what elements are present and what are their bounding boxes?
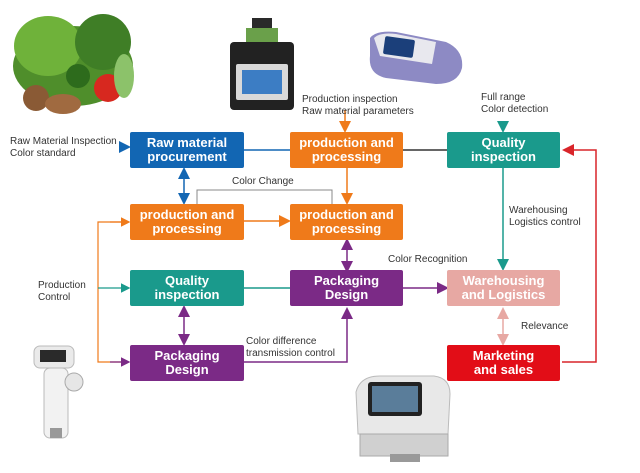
connector-color-change (196, 189, 333, 205)
box-marketing-sales: Marketing and sales (447, 345, 560, 381)
box-packaging-design-left: Packaging Design (130, 345, 244, 381)
label-relevance: Relevance (521, 321, 569, 332)
box-production-processing-top: production and processing (290, 132, 403, 168)
label-warehousing-control: Warehousing Logistics control (509, 205, 581, 228)
handheld-colorimeter-image (33, 345, 84, 439)
box-raw-material-procurement: Raw material procurement (130, 132, 244, 168)
box-production-processing-mid: production and processing (290, 204, 403, 240)
box-production-processing-left: production and processing (130, 204, 244, 240)
label-raw-material-inspection: Raw Material Inspection Color standard (10, 136, 117, 159)
label-color-recognition: Color Recognition (388, 254, 468, 265)
box-quality-inspection-left: Quality inspection (130, 270, 244, 306)
connector-feedback (562, 144, 597, 363)
connector-production-control (97, 221, 128, 363)
gloss-meter-image (355, 375, 451, 462)
label-color-change: Color Change (232, 176, 294, 187)
portable-spectrophotometer-image (369, 31, 463, 85)
box-quality-inspection-top: Quality inspection (447, 132, 560, 168)
vegetables-image (13, 14, 134, 114)
box-warehousing-logistics: Warehousing and Logistics (447, 270, 560, 306)
label-full-range: Full range Color detection (481, 92, 549, 115)
benchtop-spectrophotometer-image (230, 18, 294, 110)
label-production-control: Production Control (38, 280, 86, 303)
connector-color-difference (244, 307, 353, 363)
label-color-difference: Color difference transmission control (246, 336, 335, 359)
label-production-inspection: Production inspection Raw material param… (302, 94, 414, 117)
box-packaging-design-mid: Packaging Design (290, 270, 403, 306)
